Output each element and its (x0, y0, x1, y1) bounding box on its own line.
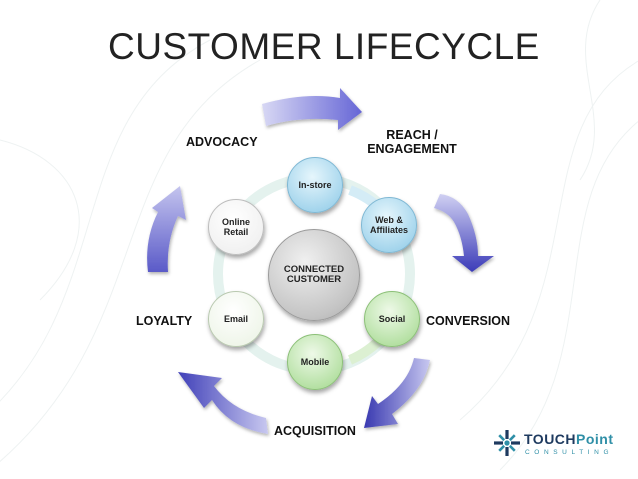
logo-touch: TOUCH (524, 431, 577, 447)
stage-acquisition: ACQUISITION (274, 424, 356, 438)
node-in-store: In-store (287, 157, 343, 213)
stage-reach-line2: ENGAGEMENT (367, 142, 457, 156)
node-email-label: Email (223, 314, 248, 324)
arrow-acquisition-to-loyalty (178, 372, 268, 434)
node-mobile: Mobile (287, 334, 343, 390)
node-online-line2: Retail (223, 227, 249, 237)
node-online-retail: Online Retail (208, 199, 264, 255)
stage-reach-line1: REACH / (386, 128, 438, 142)
arrow-advocacy-to-reach (262, 88, 362, 130)
stage-loyalty: LOYALTY (136, 314, 193, 328)
center-connected-customer: CONNECTED CUSTOMER (268, 229, 360, 321)
node-email: Email (208, 291, 264, 347)
node-in-store-label: In-store (298, 180, 332, 190)
arrow-reach-to-conversion (434, 194, 494, 272)
node-social-label: Social (378, 314, 406, 324)
page-title: CUSTOMER LIFECYCLE (108, 26, 540, 67)
node-mobile-label: Mobile (300, 357, 330, 367)
logo-point: Point (576, 431, 614, 447)
logo-consulting: CONSULTING (525, 449, 614, 456)
stage-conversion: CONVERSION (426, 314, 511, 328)
node-social: Social (364, 291, 420, 347)
starburst-logo-icon (494, 430, 520, 456)
node-online-line1: Online (221, 217, 250, 227)
center-line1: CONNECTED (283, 264, 345, 275)
stage-advocacy: ADVOCACY (186, 135, 258, 149)
center-line2: CUSTOMER (286, 274, 342, 285)
arrow-loyalty-to-advocacy (147, 186, 186, 272)
node-web-line1: Web & (375, 215, 403, 225)
touchpoint-logo: TOUCHPoint CONSULTING (492, 428, 632, 464)
stage-reach-engagement: REACH / ENGAGEMENT (362, 128, 462, 156)
node-web-line2: Affiliates (370, 225, 409, 235)
node-web-affiliates: Web & Affiliates (361, 197, 417, 253)
arrow-conversion-to-acquisition (364, 358, 430, 428)
